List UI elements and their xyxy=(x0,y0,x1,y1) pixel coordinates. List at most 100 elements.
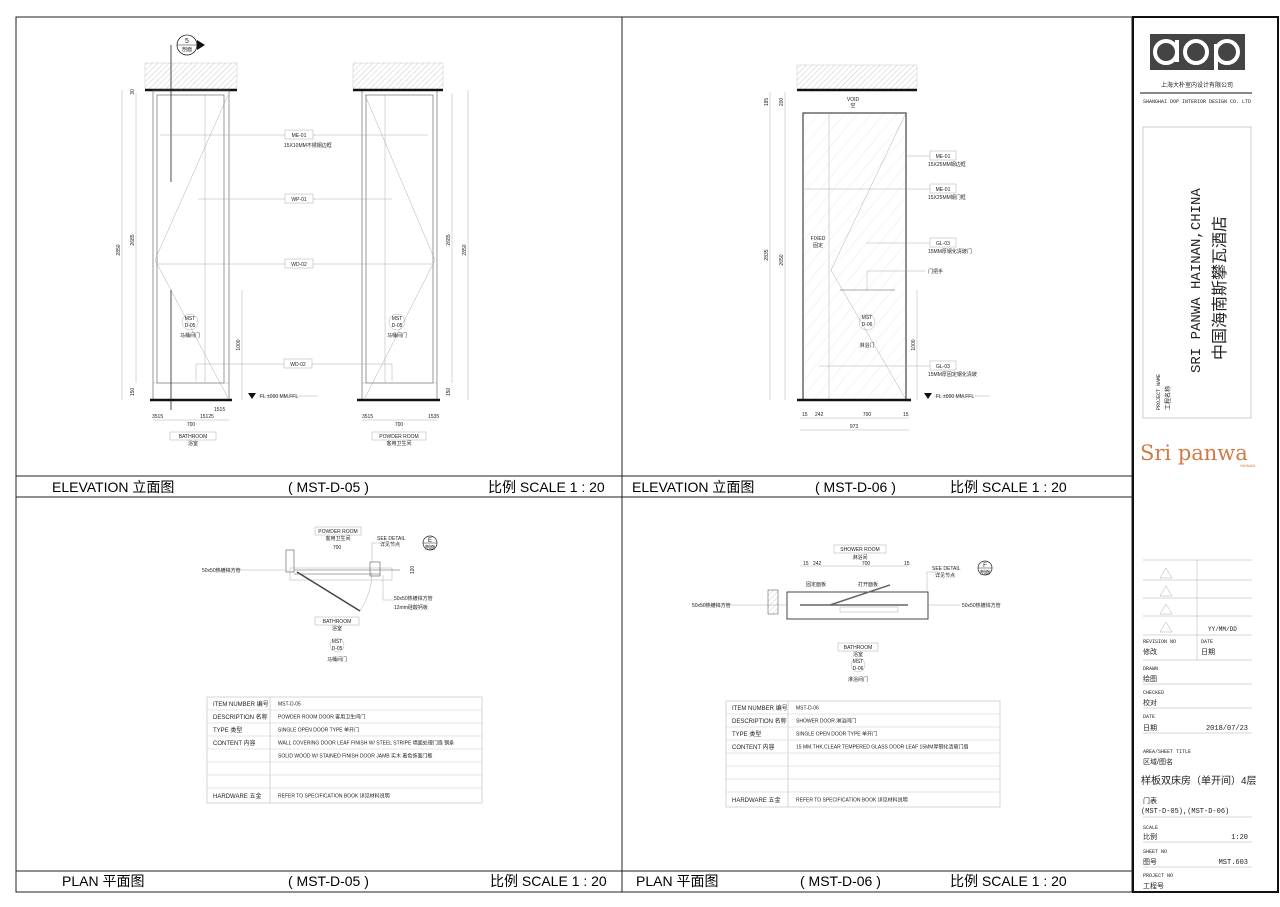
room-label: POWDER ROOM xyxy=(379,434,418,440)
svg-text:700: 700 xyxy=(863,412,872,418)
svg-text:剖面: 剖面 xyxy=(980,569,990,576)
sheet-frame xyxy=(15,16,1133,893)
elevation-mst-d-06: VOID 空 FIXED 固定 MST D-06 淋浴门 ME-01 15X25… xyxy=(764,64,990,431)
svg-text:AREA/SHEET TITLE: AREA/SHEET TITLE xyxy=(1143,749,1191,755)
row-value: MST-D-06 xyxy=(796,706,819,712)
detail-marker-f[interactable]: F 剖面 xyxy=(977,560,993,576)
sheet-number: MST.603 xyxy=(1219,859,1248,867)
svg-text:淋浴间门: 淋浴间门 xyxy=(848,676,868,683)
door-tag-left: MST D-05 马桶间门 xyxy=(180,313,200,339)
svg-text:15: 15 xyxy=(802,412,808,418)
door-frame-left xyxy=(152,89,230,401)
svg-text:185: 185 xyxy=(764,98,770,107)
room-label: BATHROOM xyxy=(179,434,208,440)
svg-text:3515: 3515 xyxy=(152,414,163,420)
dimension: 2850 xyxy=(462,244,468,255)
svg-text:15125: 15125 xyxy=(200,414,214,420)
svg-text:D-06: D-06 xyxy=(862,322,873,328)
row-value: 15 MM.THK.CLEAR TEMPERED GLASS DOOR LEAF… xyxy=(796,744,968,751)
section-marker-5[interactable]: 5 剖面 xyxy=(176,34,205,56)
material-tag: WD-02 xyxy=(290,362,306,368)
svg-text:比例: 比例 xyxy=(1143,832,1157,841)
material-tag: ME-01 xyxy=(292,133,307,139)
svg-text:固定面板: 固定面板 xyxy=(806,581,826,588)
svg-text:PROJECT NO: PROJECT NO xyxy=(1143,873,1173,879)
view-code: ( MST-D-06 ) xyxy=(815,479,896,495)
table-row: CONTENT 内容 WALL COVERING DOOR LEAF FINISH… xyxy=(213,739,454,747)
svg-text:校对: 校对 xyxy=(1143,698,1157,707)
svg-text:973: 973 xyxy=(850,424,859,430)
svg-text:700: 700 xyxy=(862,561,871,567)
room-label: BATHROOM xyxy=(323,619,352,625)
svg-text:15: 15 xyxy=(803,561,809,567)
svg-text:E: E xyxy=(428,538,432,544)
svg-text:浴室: 浴室 xyxy=(853,651,863,658)
svg-text:242: 242 xyxy=(813,561,822,567)
svg-text:SEE DETAIL: SEE DETAIL xyxy=(932,566,961,572)
dimension: 150 xyxy=(446,388,452,397)
view-scale: 比例 SCALE 1 : 20 xyxy=(950,479,1067,495)
door-tag-right: MST D-05 马桶间门 xyxy=(387,313,407,339)
glass-door xyxy=(802,112,907,401)
void-label: VOID xyxy=(847,97,860,103)
svg-text:15X25MM钢边框: 15X25MM钢边框 xyxy=(928,161,966,168)
view-title: PLAN 平面图 xyxy=(62,873,144,889)
dimension: 700 xyxy=(395,422,404,428)
material-tag: WP-01 xyxy=(291,197,307,203)
drawing-date: 2018/07/23 xyxy=(1206,725,1248,733)
row-label: CONTENT 内容 xyxy=(213,739,256,747)
project-name-en: SRI PANWA HAINAN,CHINA xyxy=(1189,188,1205,373)
svg-text:242: 242 xyxy=(815,412,824,418)
svg-text:200: 200 xyxy=(779,98,785,107)
material-tag: GL-03 xyxy=(936,364,950,370)
detail-marker-e[interactable]: E 剖面 xyxy=(422,535,438,551)
row-value: SINGLE OPEN DOOR TYPE 单开门 xyxy=(278,727,359,734)
svg-text:SEE DETAIL: SEE DETAIL xyxy=(377,536,406,542)
fixed-label: FIXED xyxy=(811,236,826,242)
svg-text:马桶间门: 马桶间门 xyxy=(180,332,200,339)
client-logo: Sri panwa xyxy=(1140,441,1248,465)
plan-mst-d-06: SHOWER ROOM 淋浴间 15 242 700 15 固定面板 打开面板 … xyxy=(692,544,1001,683)
svg-text:HAINAN: HAINAN xyxy=(1240,463,1255,468)
floor-level: FL ±000 MM.FFL xyxy=(936,394,974,400)
svg-text:PROJECT NAME: PROJECT NAME xyxy=(1156,374,1162,410)
svg-text:1515: 1515 xyxy=(214,407,225,413)
sheet-title: 样板双床房（单开间）4层 xyxy=(1141,774,1257,787)
caption-elevation-06: ELEVATION 立面图 ( MST-D-06 ) 比例 SCALE 1 : … xyxy=(632,479,1067,495)
svg-text:固定: 固定 xyxy=(813,242,823,249)
svg-text:D-06: D-06 xyxy=(853,666,864,672)
svg-text:YY/MM/DD: YY/MM/DD xyxy=(1208,626,1237,633)
row-value: MST-D-05 xyxy=(278,702,301,708)
svg-text:MST: MST xyxy=(853,659,864,665)
section-number: 5 xyxy=(185,38,189,45)
material-label: 50x50热镀锌方管 xyxy=(202,567,241,574)
svg-text:15: 15 xyxy=(904,561,910,567)
svg-text:D-05: D-05 xyxy=(185,323,196,329)
dimension: 700 xyxy=(187,422,196,428)
svg-text:日期: 日期 xyxy=(1143,724,1157,732)
svg-text:MST: MST xyxy=(862,315,873,321)
dimension: 30 xyxy=(130,89,136,95)
svg-text:1535: 1535 xyxy=(428,414,439,420)
svg-text:50x50热镀锌方管: 50x50热镀锌方管 xyxy=(394,595,433,602)
row-value: WALL COVERING DOOR LEAF FINISH W/ STEEL … xyxy=(278,740,454,747)
dimension: 2685 xyxy=(130,234,136,245)
view-scale: 比例 SCALE 1 : 20 xyxy=(950,873,1067,889)
svg-text:MST: MST xyxy=(332,639,343,645)
dop-logo xyxy=(1150,34,1245,72)
svg-text:详见节点: 详见节点 xyxy=(935,572,955,579)
row-value: SHOWER DOOR 淋浴间门 xyxy=(796,718,856,725)
caption-elevation-05: ELEVATION 立面图 ( MST-D-05 ) 比例 SCALE 1 : … xyxy=(52,479,605,495)
svg-text:12mm硅酸钙板: 12mm硅酸钙板 xyxy=(394,604,428,611)
row-value: SOLID WOOD W/ STAINED FINISH DOOR JAMB 实… xyxy=(278,753,432,760)
svg-text:MST: MST xyxy=(185,316,196,322)
row-label: ITEM NUMBER 编号 xyxy=(213,700,269,708)
svg-text:剖面: 剖面 xyxy=(425,544,435,551)
